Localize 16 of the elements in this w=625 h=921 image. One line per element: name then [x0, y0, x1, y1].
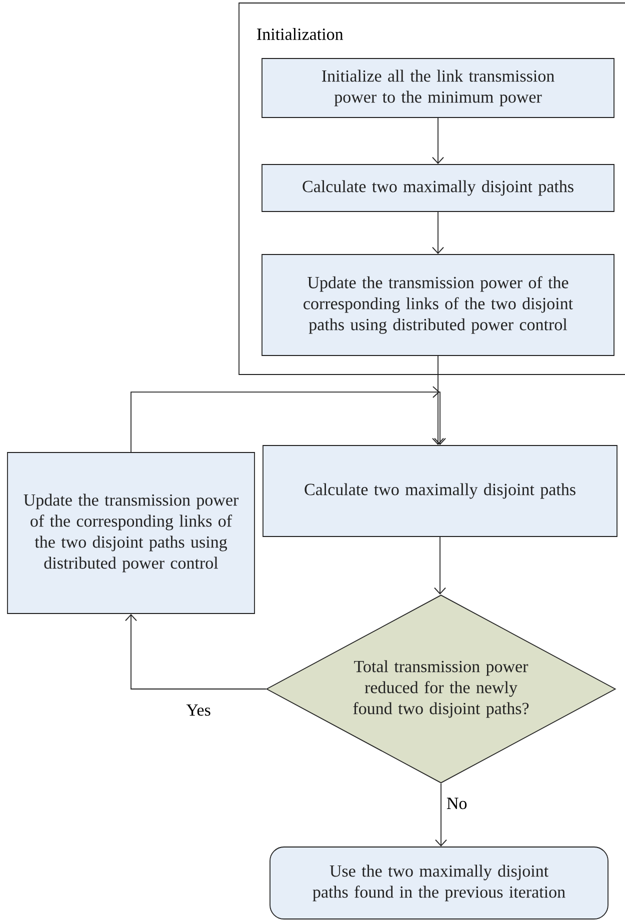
- edge-label: No: [445, 796, 468, 810]
- arrow: [130, 386, 446, 452]
- arrow: [432, 118, 444, 164]
- process-box: Update the transmission power of the corresponding links of the two disjoint paths using distributed power control: [7, 452, 255, 614]
- process-box: Calculate two maximally disjoint paths: [262, 445, 618, 537]
- process-box: Update the transmission power of the corresponding links of the two disjoint paths using distributed power control: [262, 254, 614, 356]
- frame-heading: Initialization: [257, 28, 344, 40]
- edge-label: Yes: [185, 703, 212, 717]
- terminal-box: Use the two maximally disjoint paths found in the previous iteration: [270, 846, 608, 920]
- process-box: Initialize all the link transmission power to the minimum power: [262, 58, 614, 118]
- arrow: [432, 356, 444, 446]
- arrow: [432, 212, 444, 254]
- arrow: [125, 614, 266, 690]
- arrow: [434, 536, 446, 595]
- process-box: Calculate two maximally disjoint paths: [262, 164, 614, 212]
- arrow: [435, 783, 447, 847]
